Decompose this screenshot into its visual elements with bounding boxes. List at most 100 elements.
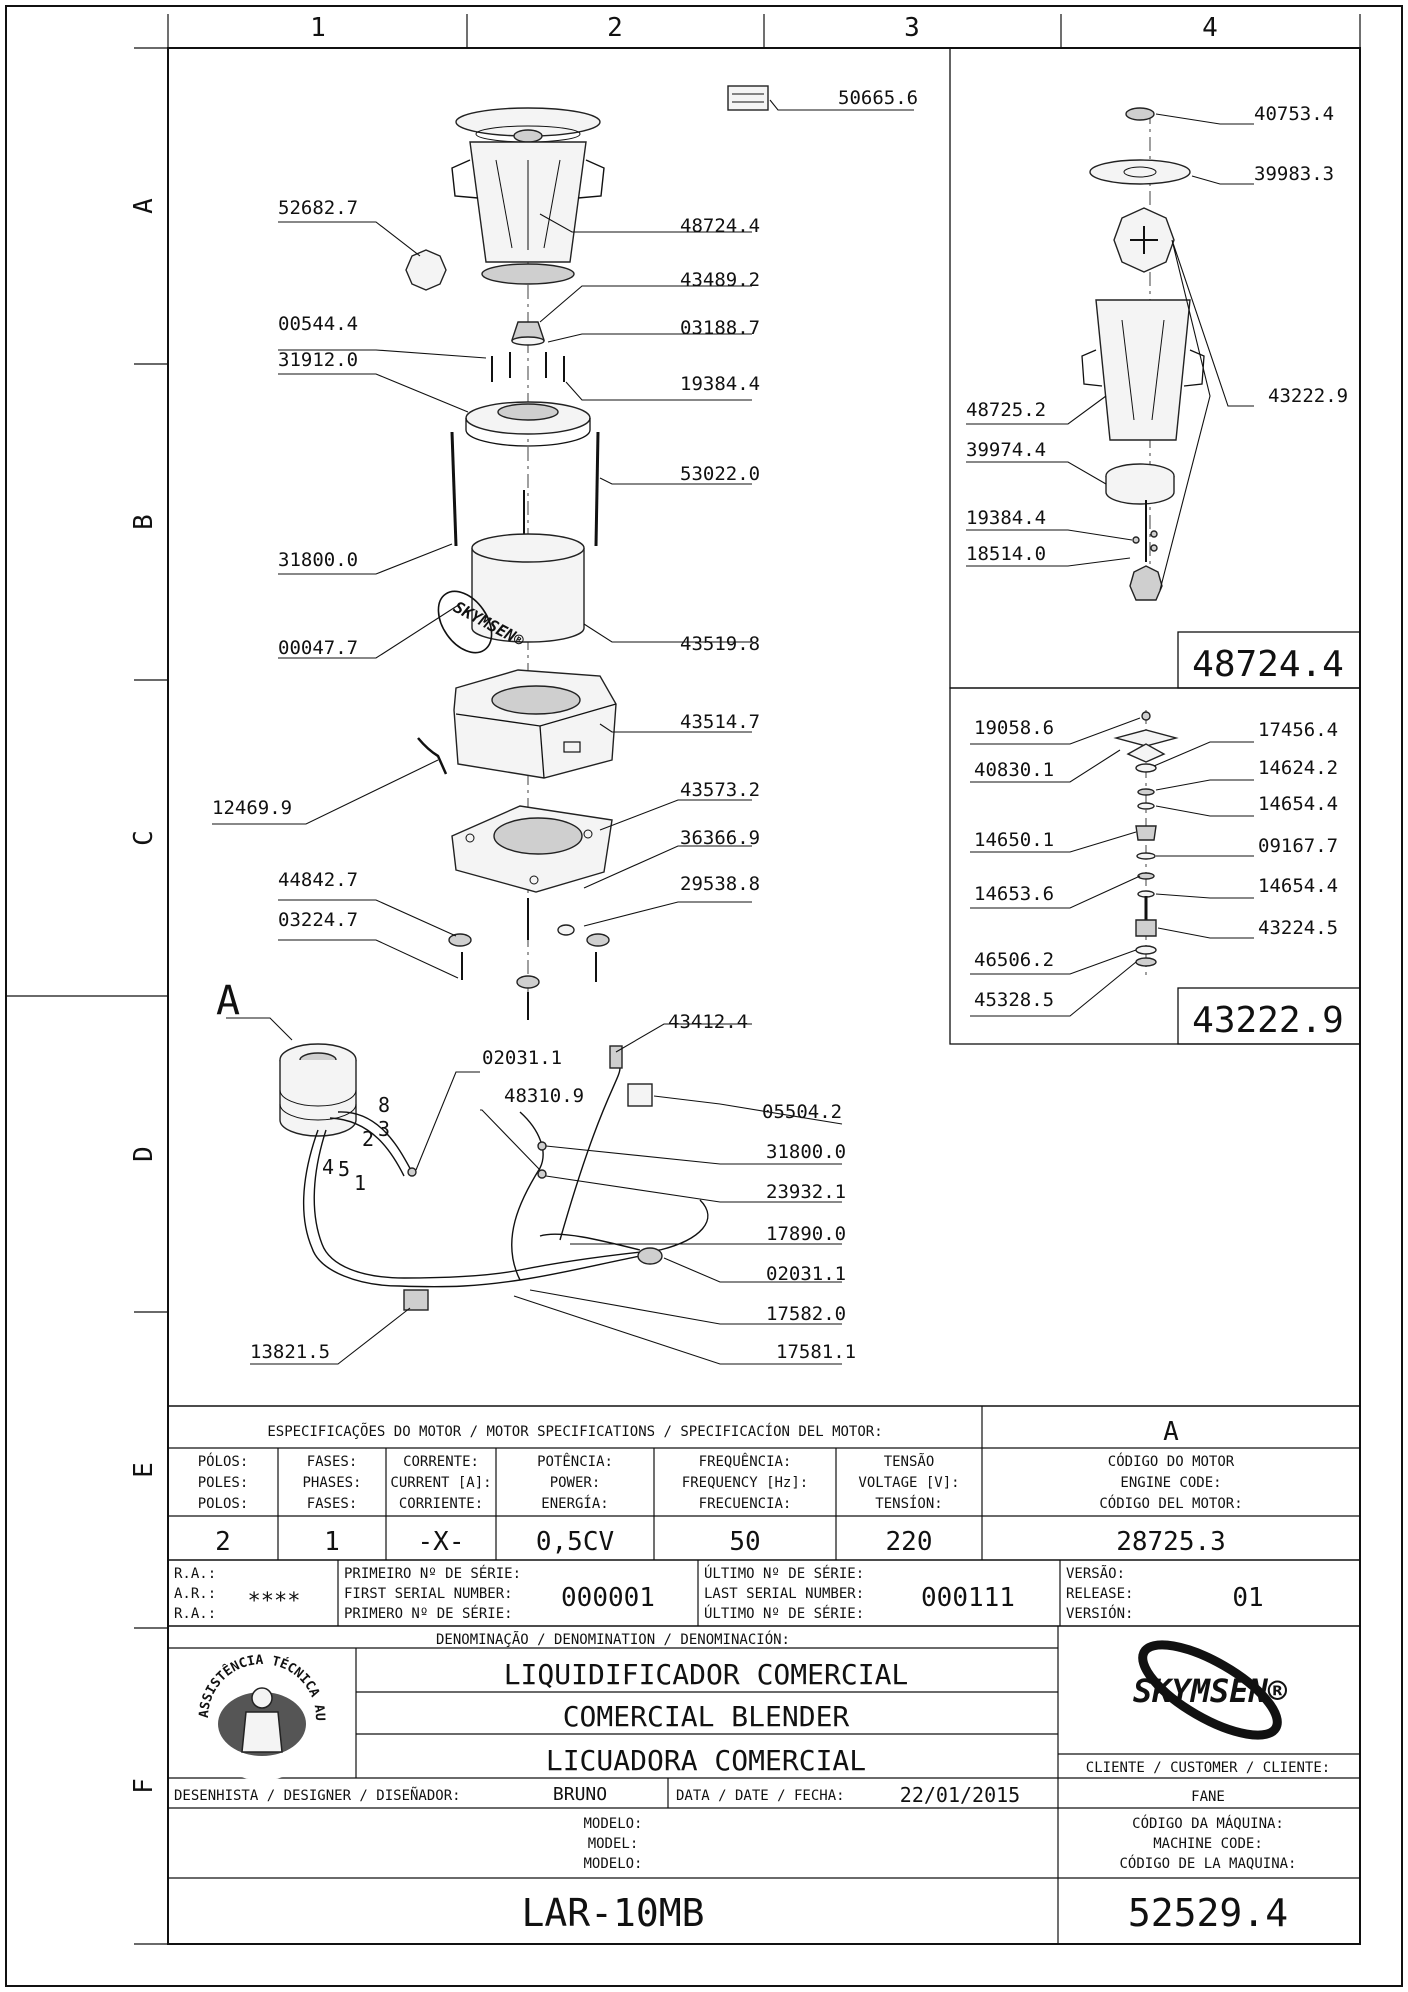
seal-part <box>405 249 447 291</box>
cable-gland-part <box>637 1247 663 1265</box>
customer-value: FANE <box>1191 1789 1225 1805</box>
customer-label: CLIENTE / CUSTOMER / CLIENTE: <box>1086 1760 1330 1776</box>
wiring-detail-a: A 8 3 2 4 5 1 <box>216 978 856 1365</box>
last-serial-label: LAST SERIAL NUMBER: <box>704 1586 864 1602</box>
warning-label-part <box>727 85 769 111</box>
callout-label: 48725.2 <box>966 399 1046 421</box>
spec-header: CÓDIGO DO MOTOR <box>1108 1452 1235 1470</box>
callout-label: 19058.6 <box>974 717 1054 739</box>
spec-value: 220 <box>886 1527 933 1557</box>
grid-row-label: B <box>129 514 159 530</box>
callout-label: 23932.1 <box>766 1181 846 1203</box>
callout-label: 14650.1 <box>974 829 1054 851</box>
callout-label: 36366.9 <box>680 827 760 849</box>
spec-header: PHASES: <box>302 1475 361 1491</box>
grid-row-label: E <box>129 1462 159 1478</box>
rod-part <box>450 431 458 547</box>
product-name-pt: LIQUIDIFICADOR COMERCIAL <box>504 1658 909 1691</box>
version-label: VERSIÓN: <box>1066 1604 1133 1622</box>
callout-label: 19384.4 <box>680 373 760 395</box>
version-label: VERSÃO: <box>1066 1565 1125 1582</box>
ra-value: **** <box>248 1589 301 1614</box>
callout-label: 50665.6 <box>838 87 918 109</box>
motor-spec-table: ESPECIFICAÇÕES DO MOTOR / MOTOR SPECIFIC… <box>168 1405 1360 1561</box>
grid-column-label: 4 <box>1202 13 1218 43</box>
model-value: LAR-10MB <box>521 1891 704 1935</box>
callout-label: 31800.0 <box>766 1141 846 1163</box>
callout-label: 17582.0 <box>766 1303 846 1325</box>
date-label: DATA / DATE / FECHA: <box>676 1788 845 1804</box>
motor-spec-title: ESPECIFICAÇÕES DO MOTOR / MOTOR SPECIFIC… <box>267 1423 882 1440</box>
spec-header: CURRENT [A]: <box>390 1475 491 1491</box>
callout-label: 14654.4 <box>1258 793 1338 815</box>
first-serial-label: FIRST SERIAL NUMBER: <box>344 1586 513 1602</box>
callout-label: 19384.4 <box>966 507 1046 529</box>
spec-value: 28725.3 <box>1116 1527 1226 1557</box>
callout-label: 05504.2 <box>762 1101 842 1123</box>
jar-part <box>451 141 605 285</box>
spec-header: FASES: <box>307 1496 358 1512</box>
date-value: 22/01/2015 <box>900 1783 1020 1807</box>
callout-label: 02031.1 <box>482 1047 562 1069</box>
wire-number: 1 <box>354 1171 366 1195</box>
callout-label: 52682.7 <box>278 197 358 219</box>
spec-header: TENSÍON: <box>875 1495 942 1512</box>
callout-label: 17890.0 <box>766 1223 846 1245</box>
machine-code-label: MACHINE CODE: <box>1153 1836 1263 1852</box>
spec-header: FRECUENCIA: <box>699 1496 792 1512</box>
screw-set <box>491 352 565 382</box>
callout-label: 09167.7 <box>1258 835 1338 857</box>
callout-label: 43222.9 <box>1268 385 1348 407</box>
callout-label: 43224.5 <box>1258 917 1338 939</box>
detail-blade-assembly: 43222.9 19058.6 <box>949 687 1361 1045</box>
bottom-plate-part <box>451 805 613 893</box>
housing-cylinder-part: SKYMSEN® <box>437 533 585 654</box>
grid-row-label: F <box>129 1778 159 1794</box>
model-label: MODELO: <box>583 1816 642 1832</box>
spec-header: VOLTAGE [V]: <box>858 1475 959 1491</box>
version-value: 01 <box>1232 1583 1263 1613</box>
wire-number: 3 <box>378 1117 390 1141</box>
detail-jar-assembly: 48724.4 40753.4 39983.3 <box>949 47 1361 689</box>
first-serial-label: PRIMEIRO Nº DE SÉRIE: <box>344 1565 521 1582</box>
spec-header: FREQUENCY [Hz]: <box>682 1475 808 1491</box>
callout-label: 00544.4 <box>278 313 358 335</box>
callout-label: 40830.1 <box>974 759 1054 781</box>
serial-number-row: R.A.: A.R.: R.A.: PRIMEIRO Nº DE SÉRIE: … <box>168 1560 1360 1627</box>
callout-label: 31912.0 <box>278 349 358 371</box>
ra-label: R.A.: <box>174 1566 216 1582</box>
spec-header: CORRIENTE: <box>399 1496 483 1512</box>
brand-logo: SKYMSEN® <box>1133 1640 1288 1740</box>
callout-label: 40753.4 <box>1254 103 1334 125</box>
callout-label: 46506.2 <box>974 949 1054 971</box>
callout-label: 43514.7 <box>680 711 760 733</box>
spec-header: FASES: <box>307 1454 358 1470</box>
spec-header: POWER: <box>550 1475 601 1491</box>
coupling-part <box>511 321 545 346</box>
callout-label: 44842.7 <box>278 869 358 891</box>
model-label: MODEL: <box>588 1836 639 1852</box>
mounting-plate-part <box>465 401 591 447</box>
callout-label: 03224.7 <box>278 909 358 931</box>
grid-column-label: 1 <box>310 13 326 43</box>
spec-value: -X- <box>418 1527 465 1557</box>
callout-label: 39983.3 <box>1254 163 1334 185</box>
foot-set <box>448 898 610 1020</box>
wire-harness <box>302 1067 709 1288</box>
spec-value: 1 <box>324 1527 340 1557</box>
callout-label: 43519.8 <box>680 633 760 655</box>
callout-label: 43412.4 <box>668 1011 748 1033</box>
first-serial-label: PRIMERO Nº DE SÉRIE: <box>344 1605 513 1622</box>
product-name-es: LICUADORA COMERCIAL <box>546 1744 866 1777</box>
callout-label: 17581.1 <box>776 1341 856 1363</box>
callout-label: 43489.2 <box>680 269 760 291</box>
callout-label: 17456.4 <box>1258 719 1338 741</box>
callout-label: 14624.2 <box>1258 757 1338 779</box>
callout-label: 12469.9 <box>212 797 292 819</box>
callout-label: 14653.6 <box>974 883 1054 905</box>
last-serial-label: ÚLTIMO Nº DE SÉRIE: <box>704 1564 864 1582</box>
callout-label: 03188.7 <box>680 317 760 339</box>
last-serial-label: ÚLTIMO Nº DE SÉRIE: <box>704 1604 864 1622</box>
callout-label: 39974.4 <box>966 439 1046 461</box>
base-housing-part <box>453 669 617 779</box>
